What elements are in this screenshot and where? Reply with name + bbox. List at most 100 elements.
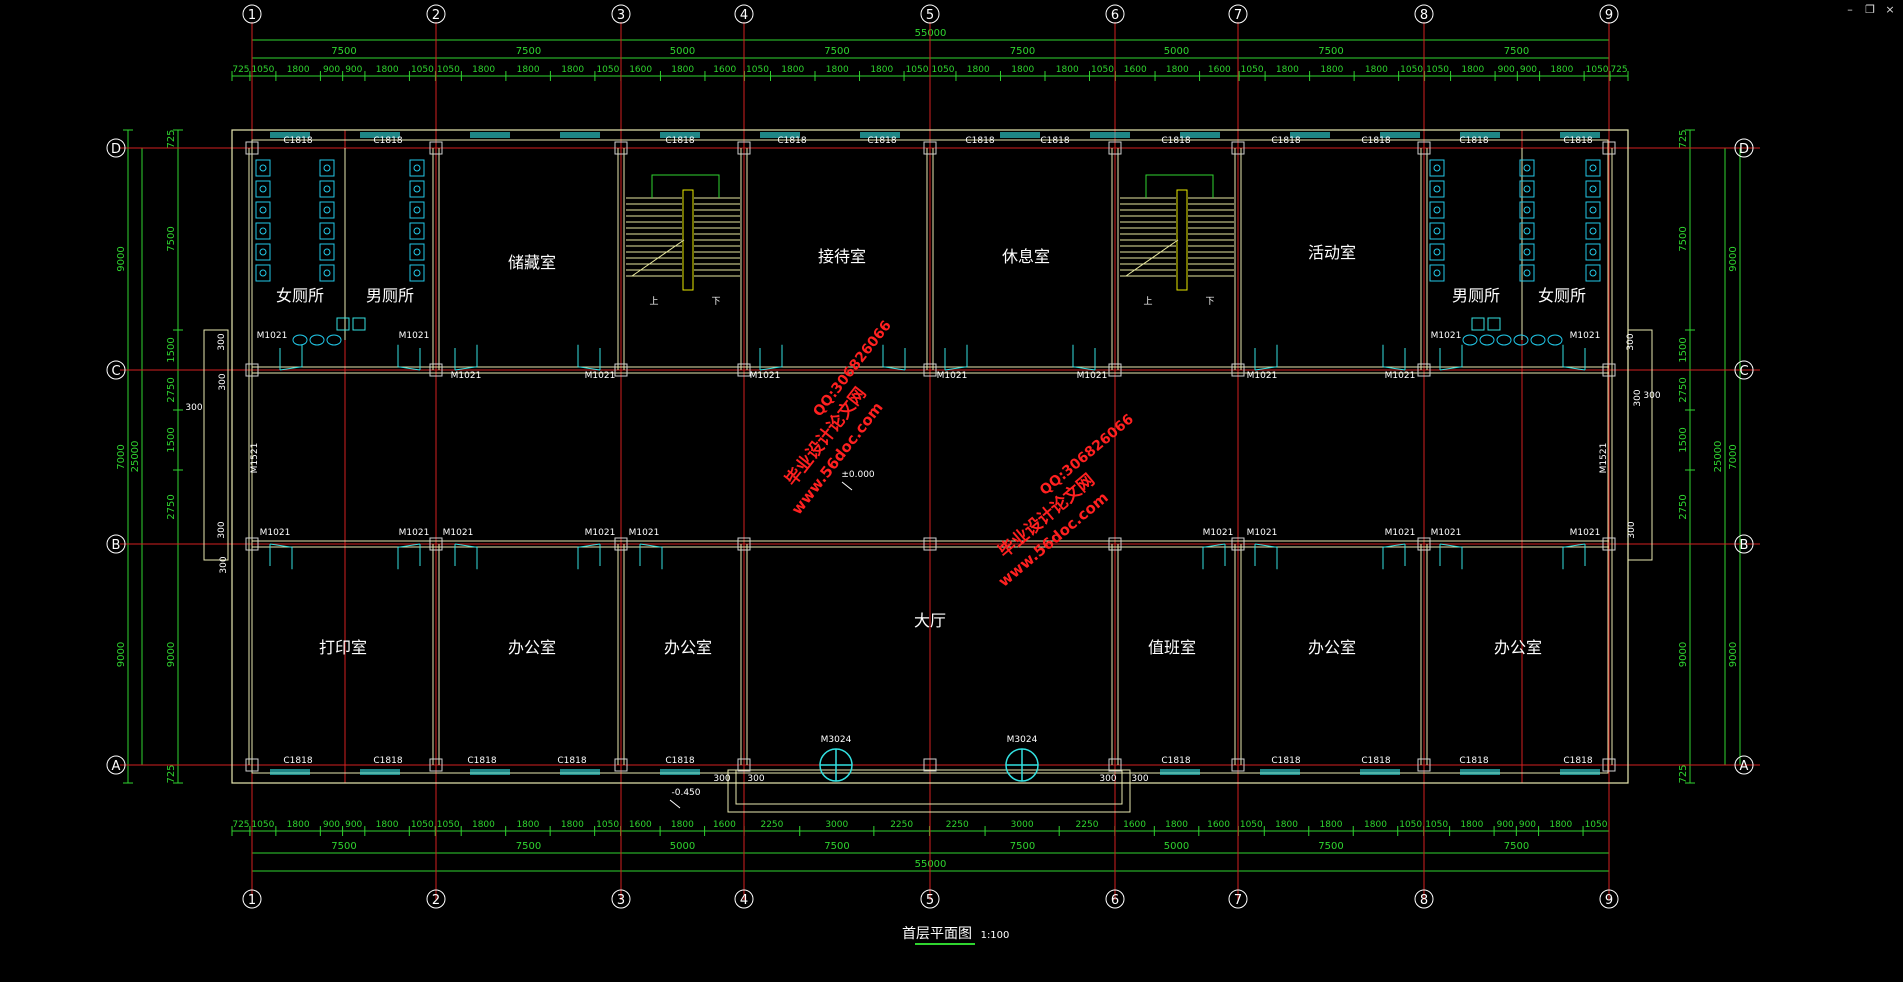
axis-bubble	[106, 360, 126, 380]
toilet-stall	[1519, 180, 1535, 198]
axis-bubble	[1734, 360, 1754, 380]
door-swing	[397, 543, 421, 570]
door-tag: M1021	[1570, 528, 1601, 538]
mop-sink	[352, 317, 366, 331]
stair-down-label: 下	[711, 297, 720, 307]
toilet-stall	[1433, 248, 1441, 256]
toilet-stall	[1589, 164, 1597, 172]
toilet-stall	[1523, 206, 1531, 214]
column-square	[1231, 537, 1245, 551]
toilet-stall	[319, 243, 335, 261]
toilet-stall	[413, 227, 421, 235]
dim-detail-top-label: 1050	[437, 65, 460, 75]
toilet-stall	[409, 180, 425, 198]
dim-left-outer-label: 7000	[116, 444, 127, 469]
close-button[interactable]: ×	[1885, 3, 1895, 16]
mop-sink	[1487, 317, 1501, 331]
dim-detail-bottom-label: 1050	[1240, 820, 1263, 830]
dim-detail-top-label: 1800	[967, 65, 990, 75]
dim-bays-top-label: 7500	[516, 46, 541, 57]
dim-detail-bottom-label: 3000	[1011, 820, 1034, 830]
dim-bays-bottom-label: 7500	[331, 841, 356, 852]
door-swing	[577, 543, 601, 570]
small-dim-label: 300	[713, 774, 730, 784]
window-top	[1000, 132, 1040, 138]
entry-porch-inner	[735, 769, 1123, 805]
door-tag: M1021	[1247, 371, 1278, 381]
small-dim-label: 300	[1643, 391, 1660, 401]
dim-right-inner-label: 9000	[1678, 642, 1689, 667]
dim-detail-top-label: 1800	[1056, 65, 1079, 75]
window-top	[360, 132, 400, 138]
level-marker	[669, 799, 681, 809]
dim-detail-top-label: 1600	[629, 65, 652, 75]
column-square	[1417, 363, 1431, 377]
door-tag: M1021	[1077, 371, 1108, 381]
door-swing	[397, 344, 421, 371]
axis-label-2: 2	[432, 8, 440, 23]
door-tag: M1021	[1203, 528, 1234, 538]
window-tag: C1818	[283, 756, 312, 766]
axis-label-6: 6	[1111, 893, 1119, 908]
axis-bubble	[1414, 889, 1434, 909]
dim-bays-bottom-label: 7500	[1504, 841, 1529, 852]
door-tag: M1021	[937, 371, 968, 381]
window-top	[860, 132, 900, 138]
window-tag: C1818	[1040, 136, 1069, 146]
column-square	[737, 537, 751, 551]
toilet-stall	[259, 227, 267, 235]
dim-detail-bottom-label: 2250	[1076, 820, 1099, 830]
toilet-stall	[1519, 201, 1535, 219]
door-swing	[454, 344, 478, 371]
window-bottom	[360, 769, 400, 775]
column-square	[1417, 537, 1431, 551]
toilet-stall	[255, 222, 271, 240]
toilet-stall	[1585, 159, 1601, 177]
toilet-stall	[1519, 222, 1535, 240]
room-label: 男厕所	[366, 286, 414, 305]
dim-detail-bottom-label: 900	[1497, 820, 1514, 830]
room-label: 办公室	[508, 638, 556, 657]
axis-bubble	[426, 4, 446, 24]
door-tag: M1021	[629, 528, 660, 538]
dim-right-inner-label: 725	[1678, 129, 1689, 148]
door-tag: M1021	[1385, 528, 1416, 538]
door-swing	[269, 543, 293, 570]
dim-detail-bottom-label: 1800	[1320, 820, 1343, 830]
toilet-stall	[259, 185, 267, 193]
dim-detail-top-label: 1600	[1208, 65, 1231, 75]
outer-wall-inner	[251, 139, 1609, 774]
toilet-stall	[1429, 264, 1445, 282]
dim-detail-bottom-label: 3000	[825, 820, 848, 830]
dim-left-inner-label: 7500	[166, 226, 177, 251]
side-door-tag: M1521	[1599, 443, 1609, 474]
side-porch	[203, 329, 229, 561]
small-dim-label: 300	[1633, 389, 1643, 406]
room-label: 办公室	[664, 638, 712, 657]
toilet-stall	[413, 164, 421, 172]
column-square	[737, 141, 751, 155]
stair-arrow	[631, 239, 685, 277]
window-tag: C1818	[665, 136, 694, 146]
dim-detail-top-label: 900	[1498, 65, 1515, 75]
window-tag: C1818	[1563, 756, 1592, 766]
wash-basin	[1530, 334, 1546, 346]
dim-detail-bottom-label: 1050	[437, 820, 460, 830]
minimize-button[interactable]: –	[1847, 3, 1853, 16]
toilet-stall	[323, 185, 331, 193]
toilet-stall	[1585, 180, 1601, 198]
dim-left-inner-label: 9000	[166, 642, 177, 667]
column-square	[737, 758, 751, 772]
dim-detail-bottom-label: 900	[345, 820, 362, 830]
door-swing	[1439, 543, 1463, 570]
restore-button[interactable]: ❐	[1865, 3, 1875, 16]
dim-detail-top-label: 1800	[1461, 65, 1484, 75]
toilet-stall	[255, 159, 271, 177]
dim-detail-top-label: 1600	[713, 65, 736, 75]
window-top	[1560, 132, 1600, 138]
mop-sink	[1471, 317, 1485, 331]
toilet-stall	[1585, 201, 1601, 219]
axis-bubble	[611, 4, 631, 24]
dim-detail-top-label: 1800	[1550, 65, 1573, 75]
dim-left-inner-label: 725	[166, 129, 177, 148]
